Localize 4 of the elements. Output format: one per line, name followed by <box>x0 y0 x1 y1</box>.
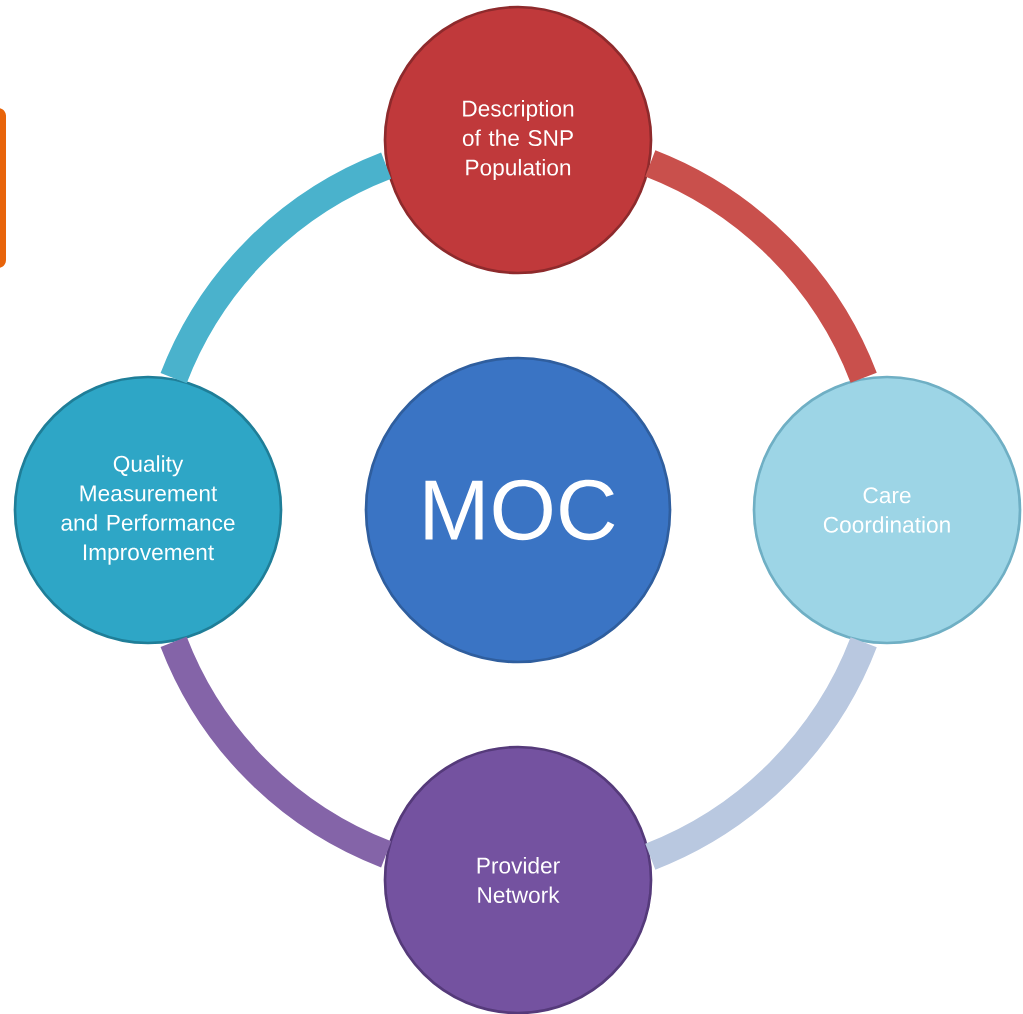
ring-segment <box>644 150 877 384</box>
ring-segment <box>644 636 877 870</box>
ring-segment <box>160 152 392 384</box>
ring-segment <box>160 636 392 868</box>
